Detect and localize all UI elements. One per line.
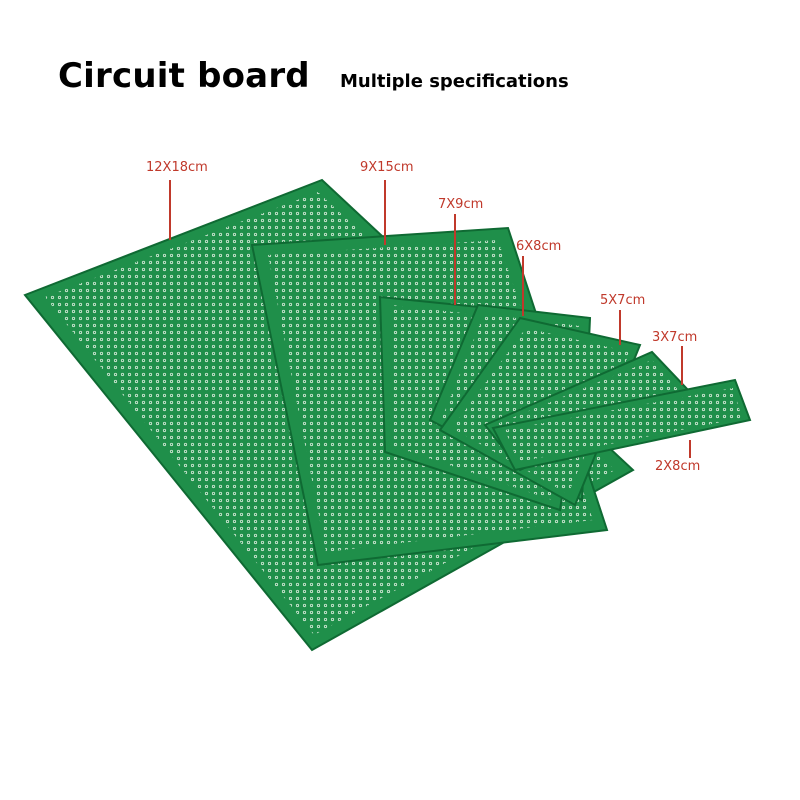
label-6x8: 6X8cm [516,239,561,254]
size-leader-lines [169,180,691,458]
page-title: Circuit board [58,56,310,96]
label-3x7: 3X7cm [652,330,697,345]
label-5x7: 5X7cm [600,293,645,308]
label-9x15: 9X15cm [360,160,414,175]
label-7x9: 7X9cm [438,197,483,212]
board-2x8 [491,378,752,472]
label-12x18: 12X18cm [146,160,208,175]
size-labels: 12X18cm 9X15cm 7X9cm 6X8cm 5X7cm 3X7cm 2… [146,160,700,474]
page-subtitle: Multiple specifications [340,71,569,92]
label-2x8: 2X8cm [655,459,700,474]
